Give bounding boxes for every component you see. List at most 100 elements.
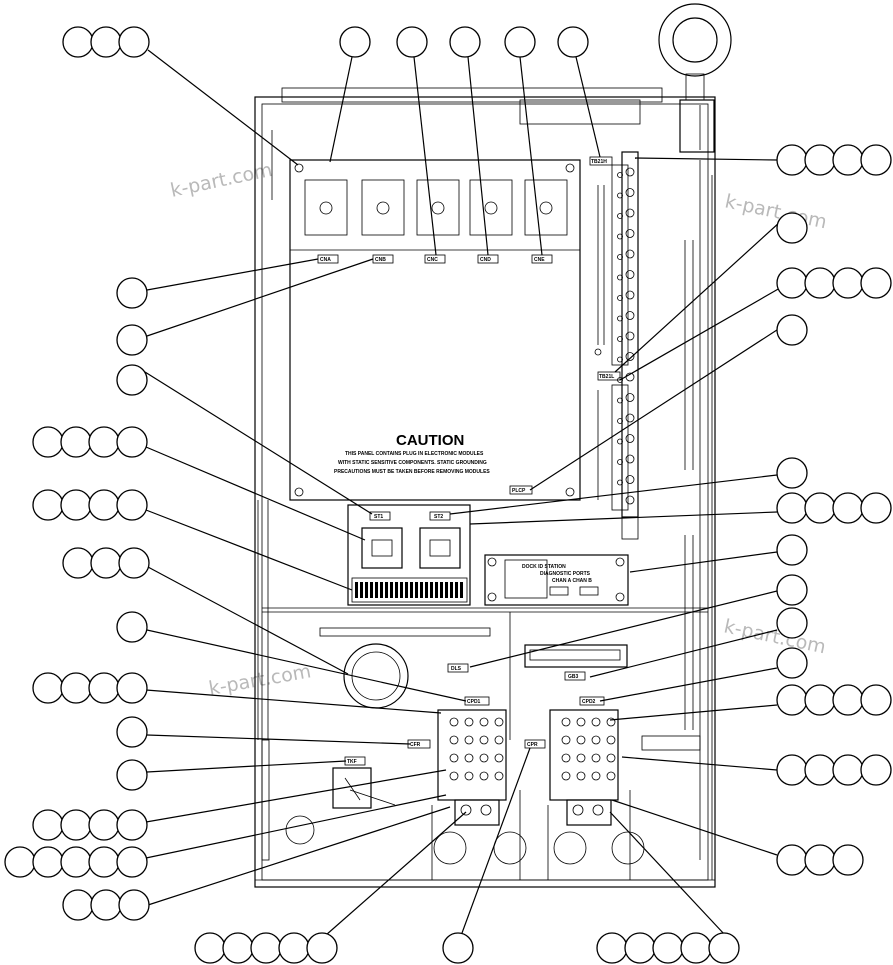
callout-bubble	[116, 759, 148, 791]
terminal-screw-icon	[576, 735, 586, 745]
caution-title: CAUTION	[396, 432, 464, 449]
callout-group	[396, 26, 428, 58]
leader-line	[144, 371, 373, 515]
callout-bubble	[90, 547, 122, 579]
terminal-screw-icon	[479, 753, 489, 763]
callout-group	[557, 26, 589, 58]
terminal-screw-icon	[606, 717, 616, 727]
label-cpr: CPR	[527, 742, 538, 748]
callout-bubble	[116, 277, 148, 309]
heatsink-fin	[460, 582, 463, 598]
callout-bubble	[32, 426, 64, 458]
callout-bubble	[222, 932, 254, 964]
leader-lines	[144, 49, 781, 936]
callout-bubble	[832, 144, 864, 176]
terminal-screw-icon	[591, 753, 601, 763]
terminal-screw-icon	[464, 771, 474, 781]
leader-line	[519, 56, 543, 256]
leader-line	[449, 474, 778, 515]
label-cnc: CNC	[427, 257, 438, 263]
terminal-screw-icon	[449, 735, 459, 745]
callout-bubble	[278, 932, 310, 964]
terminal-screw-icon	[617, 274, 623, 281]
callout-bubble	[860, 267, 892, 299]
callout-group	[116, 324, 148, 356]
callout-bubble	[60, 489, 92, 521]
heatsink-fin	[370, 582, 373, 598]
callout-bubble	[832, 492, 864, 524]
caution-line-2: WITH STATIC SENSITIVE COMPONENTS. STATIC…	[338, 460, 487, 466]
terminal-screw-icon	[480, 804, 492, 816]
leader-line	[589, 629, 778, 678]
terminal-screw-icon	[576, 717, 586, 727]
terminal-screw-icon	[617, 336, 623, 342]
callout-bubble	[832, 267, 864, 299]
callout-bubble	[776, 144, 808, 176]
leader-line	[145, 794, 447, 859]
terminal-screw-icon	[625, 290, 635, 300]
leader-line	[469, 590, 778, 668]
heatsink-fin	[375, 582, 378, 598]
callout-bubbles	[4, 26, 892, 964]
enclosure	[254, 3, 732, 888]
heatsink-fin	[445, 582, 448, 598]
callout-group	[116, 364, 148, 396]
terminal-strips: TB21H TB21L	[589, 151, 639, 540]
label-tb21l: TB21L	[599, 374, 614, 380]
leader-line	[575, 56, 601, 158]
label-cnd: CND	[480, 257, 491, 263]
callout-group	[116, 716, 148, 748]
terminal-screws	[617, 167, 635, 505]
terminal-screw-icon	[479, 735, 489, 745]
callout-bubble	[90, 889, 122, 921]
terminal-screw-icon	[460, 804, 472, 816]
callout-group	[449, 26, 481, 58]
knockout-icon	[285, 815, 315, 845]
terminal-screw-icon	[617, 295, 623, 301]
heatsink-fin	[405, 582, 408, 598]
terminal-screw-icon	[494, 717, 504, 727]
callout-bubble	[596, 932, 628, 964]
callout-bubble	[118, 26, 150, 58]
leader-line	[145, 509, 353, 591]
leader-line	[147, 49, 299, 166]
callout-group	[4, 846, 148, 878]
leader-line	[413, 56, 437, 256]
callout-bubble	[776, 212, 808, 244]
callout-bubble	[32, 809, 64, 841]
terminal-screw-icon	[606, 735, 616, 745]
callout-bubble	[804, 844, 836, 876]
watermark-4: k-part.com	[207, 660, 313, 700]
leader-line	[467, 56, 489, 256]
leader-line	[325, 811, 467, 936]
label-gb3: GB3	[568, 674, 579, 680]
terminal-screw-icon	[625, 167, 635, 177]
callout-bubble	[776, 754, 808, 786]
callout-bubble	[776, 647, 808, 679]
callout-bubble	[832, 844, 864, 876]
callout-group	[776, 844, 864, 876]
callout-group	[32, 489, 148, 521]
terminal-screw-icon	[617, 418, 623, 424]
callout-group	[116, 611, 148, 643]
terminal-screw-icon	[617, 356, 623, 363]
watermarks: k-part.com k-part.com k-part.com k-part.…	[168, 159, 828, 700]
watermark-2: k-part.com	[723, 190, 829, 233]
callout-bubble	[557, 26, 589, 58]
leader-line	[461, 747, 531, 934]
callout-group	[776, 534, 808, 566]
label-cna: CNA	[320, 257, 331, 263]
callout-bubble	[116, 716, 148, 748]
callout-bubble	[832, 754, 864, 786]
callout-bubble	[62, 26, 94, 58]
leader-line	[609, 704, 778, 721]
heatsink-fin	[425, 582, 428, 598]
callout-bubble	[776, 534, 808, 566]
callout-group	[32, 672, 148, 704]
dock-text-3: CHAN A CHAN B	[552, 578, 592, 584]
leader-line	[469, 511, 778, 525]
callout-group	[776, 267, 892, 299]
leader-line	[634, 157, 778, 161]
callout-bubble	[88, 489, 120, 521]
